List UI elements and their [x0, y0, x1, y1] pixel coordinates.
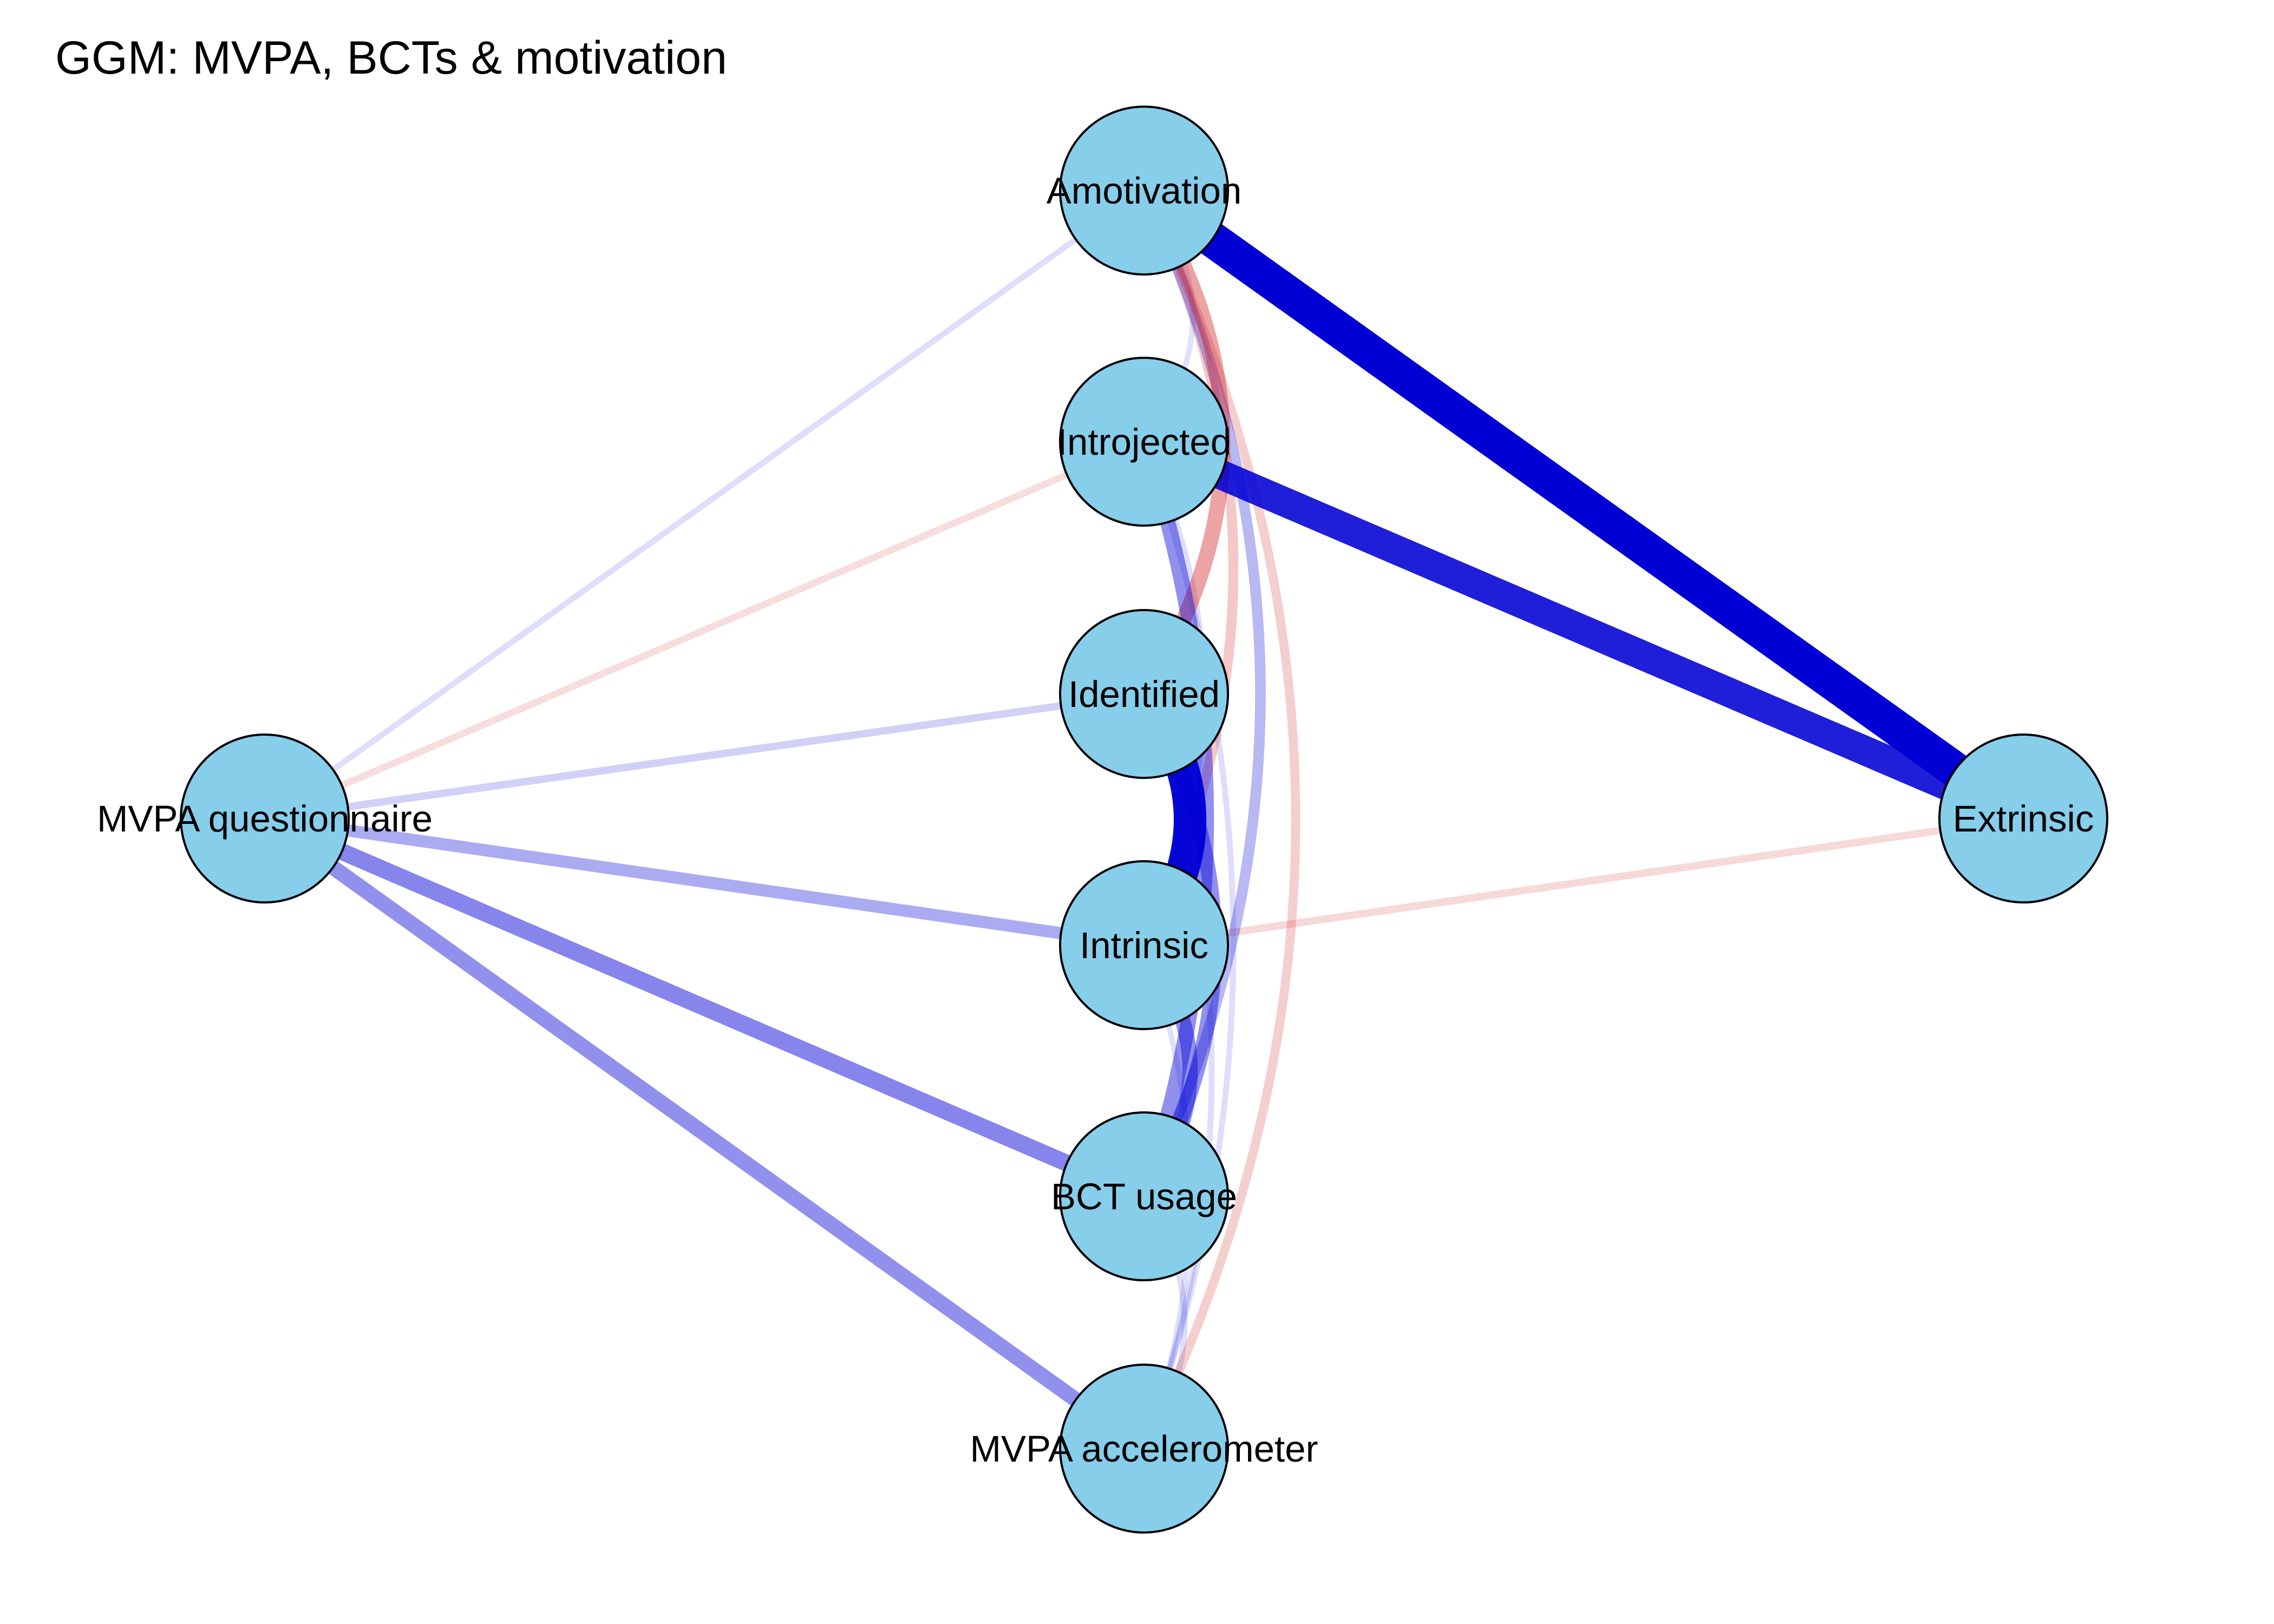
node-label: Identified — [1068, 673, 1220, 715]
node-introjected: Introjected — [1057, 357, 1231, 527]
node-label: BCT usage — [1051, 1176, 1237, 1217]
node-identified: Identified — [1059, 609, 1229, 779]
edge-mvpa-questionnaire-bct-usage — [261, 810, 1148, 1204]
node-label: Extrinsic — [1953, 798, 2094, 840]
edge-mvpa-questionnaire-identified — [264, 690, 1145, 822]
node-circle — [180, 734, 350, 903]
node-label: MVPA questionnaire — [97, 798, 433, 840]
edge-amotivation-extrinsic — [1133, 176, 2034, 833]
edge-mvpa-questionnaire-mvpa-accelerometer — [260, 812, 1149, 1455]
node-circle — [1059, 1111, 1229, 1281]
node-mvpa-questionnaire: MVPA questionnaire — [97, 734, 433, 903]
node-circle — [1059, 106, 1229, 276]
node-label: Introjected — [1057, 421, 1231, 463]
nodes-layer: AmotivationIntrojectedIdentifiedIntrinsi… — [97, 106, 2108, 1534]
edges-layer — [260, 176, 2034, 1455]
page-title: GGM: MVPA, BCTs & motivation — [55, 32, 727, 84]
node-amotivation: Amotivation — [1047, 106, 1242, 276]
node-circle — [1059, 357, 1229, 527]
edge-introjected-mvpa-accelerometer — [1141, 441, 1237, 1450]
edge-introjected-extrinsic — [1138, 428, 2029, 833]
node-intrinsic: Intrinsic — [1059, 860, 1229, 1030]
edge-mvpa-questionnaire-introjected — [263, 438, 1146, 822]
node-label: MVPA accelerometer — [970, 1428, 1318, 1470]
node-mvpa-accelerometer: MVPA accelerometer — [970, 1364, 1318, 1534]
node-label: Intrinsic — [1080, 925, 1208, 966]
node-circle — [1059, 1364, 1229, 1534]
node-bct-usage: BCT usage — [1051, 1111, 1237, 1281]
node-circle — [1938, 734, 2108, 903]
node-circle — [1059, 609, 1229, 779]
node-label: Amotivation — [1047, 170, 1242, 212]
edge-mvpa-questionnaire-intrinsic — [264, 812, 1145, 952]
node-circle — [1059, 860, 1229, 1030]
node-extrinsic: Extrinsic — [1938, 734, 2108, 903]
edge-intrinsic-extrinsic — [1143, 815, 2024, 949]
edge-amotivation-bct-usage — [1139, 188, 1266, 1199]
edge-mvpa-questionnaire-amotivation — [263, 188, 1146, 821]
edge-amotivation-mvpa-accelerometer — [1140, 188, 1301, 1451]
